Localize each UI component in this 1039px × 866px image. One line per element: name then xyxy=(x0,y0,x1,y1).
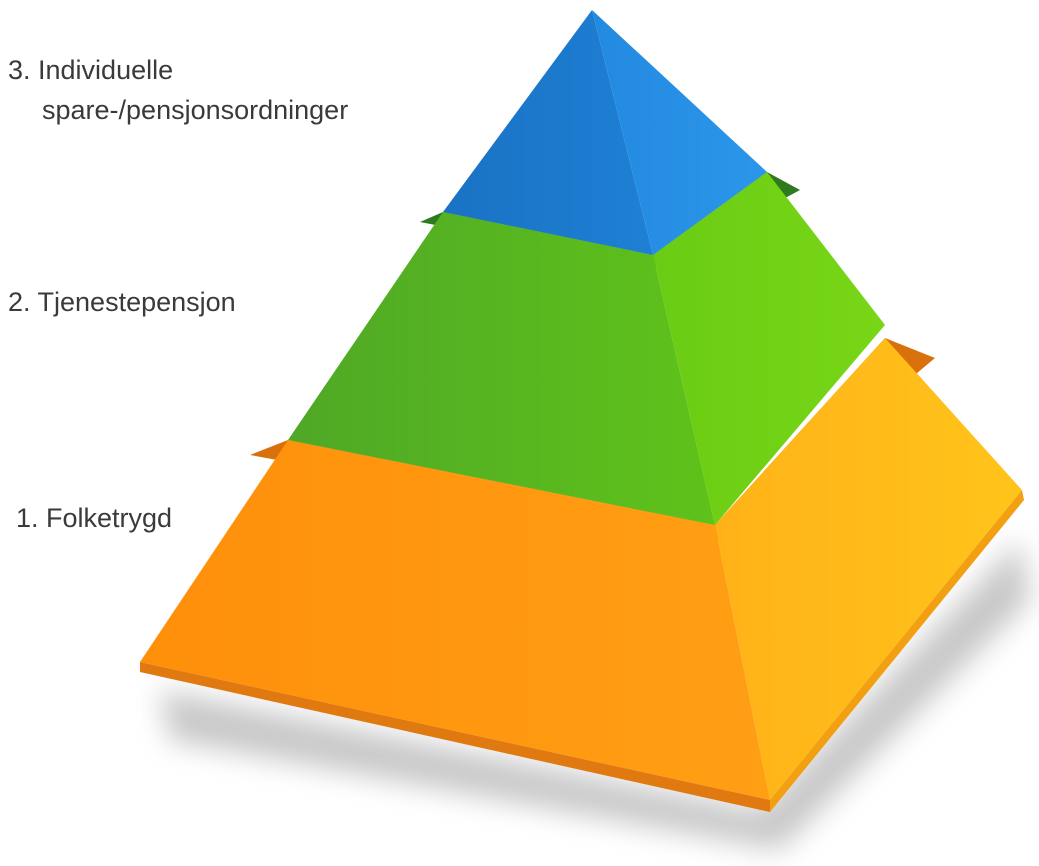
tier-1-base-edge xyxy=(140,662,770,812)
tier-1-front-face xyxy=(140,440,770,800)
pyramid-shadow xyxy=(160,540,1030,850)
tier-3-label: 3. Individuelle spare-/pensjonsordninger xyxy=(8,50,348,130)
tier-1-block xyxy=(140,338,1024,812)
tier-1-base-edge-right xyxy=(770,490,1024,812)
tier-2-label-line-1: 2. Tjenestepensjon xyxy=(8,287,236,317)
tier-3-label-line-2: spare-/pensjonsordninger xyxy=(42,95,349,125)
tier-2-block xyxy=(288,172,885,525)
tier-1-label-line-1: 1. Folketrygd xyxy=(16,503,173,533)
tier-2-label: 2. Tjenestepensjon xyxy=(8,282,236,322)
tier-3-label-line-1: 3. Individuelle xyxy=(8,55,174,85)
tier-3-right-face xyxy=(592,10,767,255)
tier-1-right-face xyxy=(715,338,1022,800)
tier-2-front-face xyxy=(288,212,715,525)
tier-2-right-face xyxy=(653,172,885,525)
tier-3-front-face xyxy=(443,10,653,255)
tier-3-block xyxy=(443,10,767,255)
tier-1-label: 1. Folketrygd xyxy=(16,498,172,538)
